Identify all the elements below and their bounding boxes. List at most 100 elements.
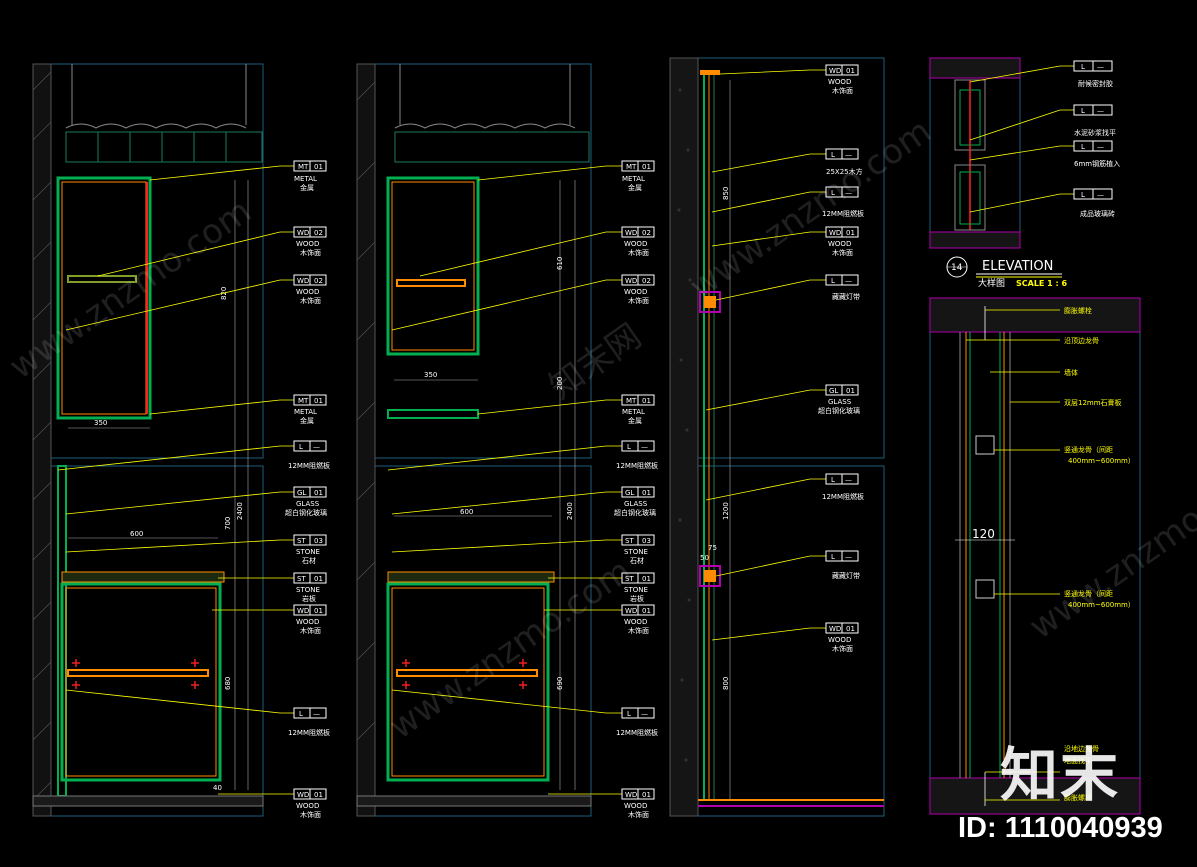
svg-text:GLASS: GLASS <box>624 500 648 508</box>
svg-text:L: L <box>627 710 631 718</box>
watermark-text-5: 知末网 <box>542 316 648 407</box>
dim-50-p3: 50 <box>700 554 709 562</box>
svg-text:L: L <box>831 151 835 159</box>
svg-text:金属: 金属 <box>300 416 314 425</box>
svg-text:12MM阻燃板: 12MM阻燃板 <box>822 209 864 218</box>
dim-680-p1: 680 <box>224 677 232 690</box>
svg-text:—: — <box>1097 191 1104 199</box>
svg-text:—: — <box>1097 143 1104 151</box>
svg-text:01: 01 <box>642 489 651 497</box>
svg-text:01: 01 <box>642 397 651 405</box>
svg-text:WOOD: WOOD <box>624 288 647 296</box>
svg-text:MT: MT <box>298 163 309 171</box>
dim-690-p2: 690 <box>556 677 564 690</box>
svg-text:WD: WD <box>829 625 841 633</box>
svg-text:25X25木方: 25X25木方 <box>826 167 863 176</box>
svg-text:STONE: STONE <box>624 548 648 556</box>
svg-text:L: L <box>1081 107 1085 115</box>
svg-text:01: 01 <box>314 575 323 583</box>
dim-610-p2: 610 <box>556 257 564 270</box>
tag-mt01-p2-bottom: MT 01 METAL 金属 <box>621 394 655 425</box>
svg-text:WOOD: WOOD <box>296 618 319 626</box>
dim-600-p1: 600 <box>130 530 143 538</box>
svg-text:12MM阻燃板: 12MM阻燃板 <box>288 461 330 470</box>
svg-text:MT: MT <box>626 397 637 405</box>
tag-gl01-p1: GL 01 GLASS 超白钢化玻璃 <box>285 486 327 517</box>
panel-1: 350 600 820 2400 700 680 40 <box>32 63 264 817</box>
svg-text:01: 01 <box>314 397 323 405</box>
svg-text:WD: WD <box>829 229 841 237</box>
svg-text:STONE: STONE <box>296 586 320 594</box>
watermark-text-4: www.znzmo.com <box>1022 451 1197 647</box>
svg-text:—: — <box>641 710 648 718</box>
svg-text:12MM阻燃板: 12MM阻燃板 <box>616 728 658 737</box>
svg-text:ST: ST <box>625 575 634 583</box>
dim-75-p3: 75 <box>708 544 717 552</box>
dim-850-p3: 850 <box>722 187 730 200</box>
tag-wd01-p1-b: WD 01 WOOD 木饰面 <box>293 788 327 819</box>
svg-text:WD: WD <box>625 277 637 285</box>
svg-text:木饰面: 木饰面 <box>628 626 649 635</box>
dim-1200-p3: 1200 <box>722 502 730 520</box>
svg-text:WOOD: WOOD <box>624 802 647 810</box>
svg-text:6mm钢筋植入: 6mm钢筋植入 <box>1074 159 1120 168</box>
svg-text:WOOD: WOOD <box>624 618 647 626</box>
tag-l12-p2-b: L — 12MM阻燃板 <box>616 707 658 737</box>
svg-text:02: 02 <box>642 229 651 237</box>
svg-text:01: 01 <box>846 229 855 237</box>
svg-text:—: — <box>845 151 852 159</box>
dim-800-p3: 800 <box>722 677 730 690</box>
brand-logo: 知末 <box>1000 741 1121 809</box>
section-notes: 膨胀螺栓 沿顶边龙骨 墙体 双层12mm石膏板 竖通龙骨（间距 400mm~60… <box>1064 306 1135 802</box>
dim-40-p1: 40 <box>213 784 222 792</box>
svg-text:木饰面: 木饰面 <box>832 86 853 95</box>
note-1: 膨胀螺栓 <box>1064 306 1092 315</box>
tag-l-c-p4: L — 6mm钢筋植入 <box>1073 140 1120 168</box>
svg-text:02: 02 <box>314 277 323 285</box>
svg-text:12MM阻燃板: 12MM阻燃板 <box>616 461 658 470</box>
svg-text:L: L <box>299 710 303 718</box>
svg-text:GL: GL <box>829 387 838 395</box>
svg-text:岩板: 岩板 <box>630 594 644 603</box>
tag-led-p3-a: L — 藏藏灯带 <box>825 274 860 301</box>
svg-text:MT: MT <box>626 163 637 171</box>
svg-text:金属: 金属 <box>628 183 642 192</box>
panel-5: 120 <box>929 297 1141 815</box>
svg-text:03: 03 <box>314 537 323 545</box>
svg-text:01: 01 <box>846 387 855 395</box>
tag-wd01-p1-a: WD 01 WOOD 木饰面 <box>293 604 327 635</box>
tag-l-b-p4: L — 水泥砂浆找平 <box>1073 104 1116 137</box>
tag-l12-p2-a: L — 12MM阻燃板 <box>616 440 658 470</box>
svg-text:WD: WD <box>297 229 309 237</box>
tag-st01-p2: ST 01 STONE 岩板 <box>621 572 655 603</box>
svg-text:L: L <box>831 553 835 561</box>
svg-text:木饰面: 木饰面 <box>300 248 321 257</box>
svg-text:WOOD: WOOD <box>828 78 851 86</box>
svg-text:木饰面: 木饰面 <box>832 644 853 653</box>
tag-l25-p3: L — 25X25木方 <box>825 148 863 176</box>
dim-700-p1: 700 <box>224 517 232 530</box>
svg-text:石材: 石材 <box>302 556 316 565</box>
svg-text:GLASS: GLASS <box>828 398 852 406</box>
svg-text:02: 02 <box>314 229 323 237</box>
tag-wd01-p3-c: WD 01 WOOD 木饰面 <box>825 622 859 653</box>
svg-text:GL: GL <box>297 489 306 497</box>
svg-text:METAL: METAL <box>622 175 645 183</box>
tag-st01-p1: ST 01 STONE 岩板 <box>293 572 327 603</box>
svg-text:木饰面: 木饰面 <box>300 810 321 819</box>
svg-text:L: L <box>1081 143 1085 151</box>
svg-text:01: 01 <box>642 607 651 615</box>
tag-st03-p2: ST 03 STONE 石材 <box>621 534 655 565</box>
note-3: 墙体 <box>1064 368 1078 377</box>
elevation-subtitle: 大样图 <box>978 277 1005 289</box>
svg-text:木饰面: 木饰面 <box>300 296 321 305</box>
watermarks: www.znzmo.com www.znzmo.com www.znzmo.co… <box>2 111 1197 747</box>
dim-600-p2: 600 <box>460 508 473 516</box>
svg-text:01: 01 <box>314 489 323 497</box>
dim-200-p2: 200 <box>556 377 564 390</box>
dim-120-p5: 120 <box>972 527 995 541</box>
tag-l-d-p4: L — 成品玻璃砖 <box>1073 188 1115 218</box>
svg-text:L: L <box>1081 191 1085 199</box>
dim-2400-p1: 2400 <box>236 502 244 520</box>
svg-text:耐候密封胶: 耐候密封胶 <box>1078 79 1113 88</box>
